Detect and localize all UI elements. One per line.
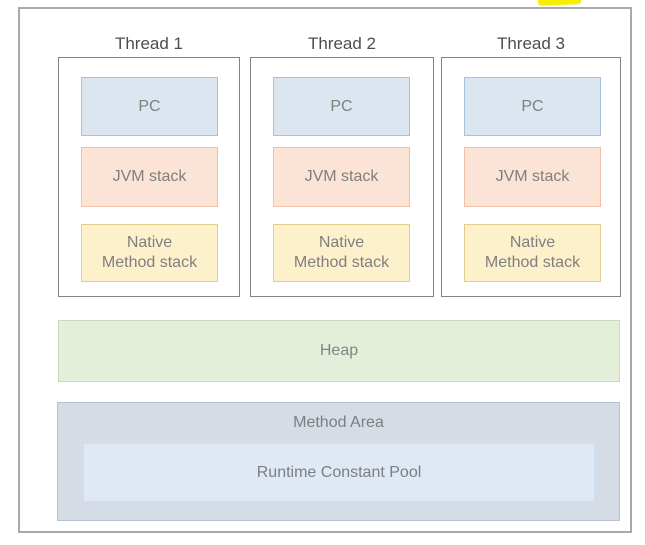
thread-3-box: PC JVM stack Native Method stack (441, 57, 621, 297)
thread-1-jvm-stack-box: JVM stack (81, 147, 218, 207)
thread-2-box: PC JVM stack Native Method stack (250, 57, 434, 297)
pc-label: PC (521, 97, 544, 115)
runtime-constant-pool-label: Runtime Constant Pool (256, 463, 422, 481)
native-method-stack-label-line2: Method stack (101, 254, 198, 271)
native-method-stack-label-line1: Native (509, 234, 556, 251)
thread-2-pc-box: PC (273, 77, 410, 136)
thread-2-jvm-stack-box: JVM stack (273, 147, 410, 207)
thread-1-label: Thread 1 (114, 34, 184, 53)
native-method-stack-label-line1: Native (318, 234, 365, 251)
runtime-constant-pool-box: Runtime Constant Pool (83, 443, 595, 502)
thread-1-pc-box: PC (81, 77, 218, 136)
thread-3-jvm-stack-box: JVM stack (464, 147, 601, 207)
native-method-stack-label-line2: Method stack (293, 254, 390, 271)
thread-1-box: PC JVM stack Native Method stack (58, 57, 240, 297)
thread-3-label: Thread 3 (496, 34, 566, 53)
heap-label: Heap (319, 342, 359, 359)
jvm-stack-label: JVM stack (112, 168, 187, 185)
pc-label: PC (330, 97, 353, 115)
method-area-label: Method Area (293, 414, 384, 431)
thread-3-pc-box: PC (464, 77, 601, 136)
method-area-box: Method Area Runtime Constant Pool (57, 402, 620, 521)
thread-1-native-method-stack-box: Native Method stack (81, 224, 218, 282)
highlighter-mark (537, 0, 582, 6)
jvm-stack-label: JVM stack (304, 168, 379, 185)
native-method-stack-label-line1: Native (126, 234, 173, 251)
thread-2-label: Thread 2 (307, 34, 377, 53)
thread-3-native-method-stack-box: Native Method stack (464, 224, 601, 282)
runtime-data-area-frame: Thread 1 Thread 2 Thread 3 PC JVM stack … (18, 7, 632, 533)
heap-box: Heap (58, 320, 620, 382)
native-method-stack-label-line2: Method stack (484, 254, 581, 271)
jvm-stack-label: JVM stack (495, 168, 570, 185)
thread-2-native-method-stack-box: Native Method stack (273, 224, 410, 282)
pc-label: PC (138, 97, 161, 115)
